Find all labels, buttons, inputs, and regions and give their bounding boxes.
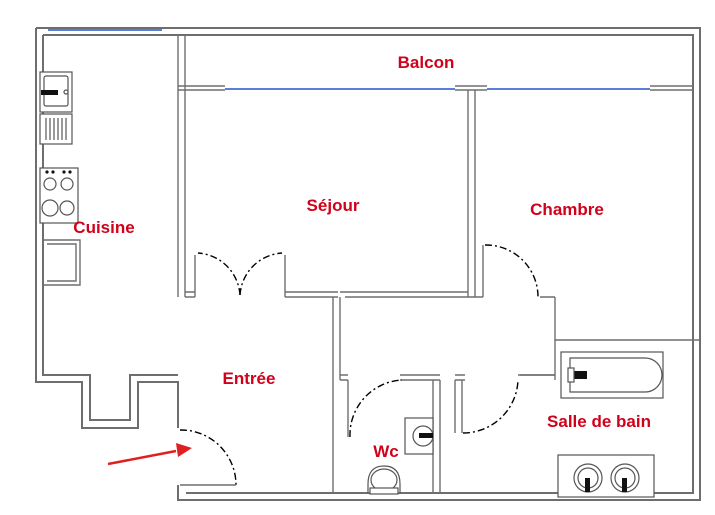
interior-walls [43,90,700,493]
room-label-sejour: Séjour [307,196,360,215]
stove-icon [39,167,79,224]
living-door-left [197,252,241,296]
entry-door [179,429,237,486]
room-label-balcon: Balcon [398,53,455,72]
room-label-cuisine: Cuisine [73,218,134,237]
bathroom-door [462,379,519,434]
kitchen-fixtures [39,71,79,224]
balcony-walls [177,35,693,91]
room-label-chambre: Chambre [530,200,604,219]
bathtub-icon [560,351,664,399]
bathroom-fixtures [367,351,664,498]
doors [179,244,539,486]
wc-door [349,379,403,438]
arrow-right-icon [107,443,192,466]
room-label-salle-de-bain: Salle de bain [547,412,651,431]
double-sink-icon [557,454,655,498]
living-door-right [239,252,283,296]
sink-icon [39,71,73,145]
bedroom-door [484,244,539,298]
room-label-entree: Entrée [223,369,276,388]
room-label-wc: Wc [373,442,399,461]
toilet-icon [367,465,401,495]
windows [48,29,650,90]
wc-sink-icon [404,417,434,455]
